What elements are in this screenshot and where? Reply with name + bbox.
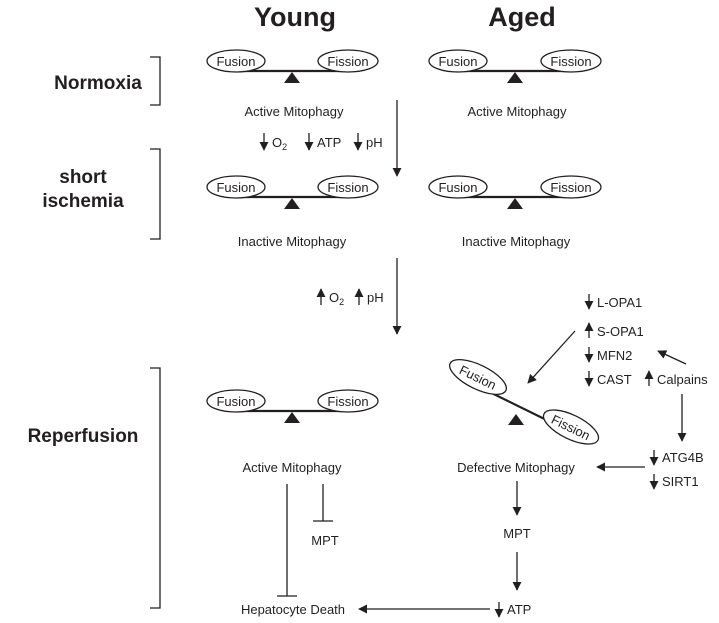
ischemia-change-atp: ATP <box>317 135 341 150</box>
young-reperfusion-balance: Fusion Fission <box>206 389 379 423</box>
aged-ischemia-state: Inactive Mitophagy <box>462 234 571 249</box>
fission-label: Fission <box>327 180 368 195</box>
aged-reperfusion-state: Defective Mitophagy <box>457 460 575 475</box>
balance-fulcrum <box>284 412 300 423</box>
factor-mfn2: MFN2 <box>597 348 632 363</box>
aged-mpt-label: MPT <box>503 526 531 541</box>
ischemia-label-line2: ischemia <box>42 191 124 212</box>
balance-fulcrum <box>507 198 523 209</box>
target-atg4b: ATG4B <box>662 450 704 465</box>
young-normoxia-state: Active Mitophagy <box>245 104 344 119</box>
factor-l-opa1: L-OPA1 <box>597 295 642 310</box>
normoxia-label: Normoxia <box>54 73 142 94</box>
aged-column-header: Aged <box>488 2 556 32</box>
fusion-label: Fusion <box>216 180 255 195</box>
factors-to-aged-balance-arrow <box>527 330 576 384</box>
ischemia-change-ph: pH <box>366 135 383 150</box>
fission-label: Fission <box>550 54 591 69</box>
young-reperfusion-state: Active Mitophagy <box>243 460 342 475</box>
ischemia-changes: O2 ATP pH <box>259 133 383 152</box>
balance-fulcrum <box>507 72 523 83</box>
aged-tilted-balance: Fusion Fission <box>448 359 600 445</box>
calpains-label: Calpains <box>657 372 708 387</box>
young-ischemia-balance: Fusion Fission <box>206 175 379 209</box>
reperfusion-change-ph: pH <box>367 290 384 305</box>
factor-cast: CAST <box>597 372 632 387</box>
aged-ischemia-balance: Fusion Fission <box>428 175 602 209</box>
reperfusion-changes: O2 pH <box>316 288 384 307</box>
calpain-targets: ATG4B SIRT1 <box>649 450 704 490</box>
reperfusion-bracket <box>150 367 161 609</box>
fusion-label: Fusion <box>216 394 255 409</box>
balance-fulcrum <box>284 198 300 209</box>
young-column-header: Young <box>254 2 336 32</box>
fission-label: Fission <box>327 54 368 69</box>
ischemia-change-o2: O2 <box>272 135 287 152</box>
atp-label: ATP <box>507 602 531 617</box>
balance-fulcrum <box>508 414 524 425</box>
hepatocyte-death-label: Hepatocyte Death <box>241 602 345 617</box>
target-sirt1: SIRT1 <box>662 474 699 489</box>
factor-s-opa1: S-OPA1 <box>597 324 644 339</box>
balance-fulcrum <box>284 72 300 83</box>
aged-normoxia-state: Active Mitophagy <box>468 104 567 119</box>
reperfusion-label: Reperfusion <box>28 426 139 447</box>
fusion-label: Fusion <box>438 54 477 69</box>
normoxia-bracket <box>150 56 161 106</box>
ischemia-label-line1: short <box>59 167 107 188</box>
calpains: Calpains <box>644 370 708 387</box>
ischemia-bracket <box>150 148 161 240</box>
aged-atp: ATP <box>494 602 531 618</box>
fission-label: Fission <box>550 180 591 195</box>
fusion-label: Fusion <box>216 54 255 69</box>
fusion-label: Fusion <box>438 180 477 195</box>
fission-label: Fission <box>327 394 368 409</box>
aged-factors: L-OPA1 S-OPA1 MFN2 CAST <box>584 294 644 387</box>
young-mpt-label: MPT <box>311 533 339 548</box>
aged-normoxia-balance: Fusion Fission <box>428 49 602 83</box>
reperfusion-change-o2: O2 <box>329 290 344 307</box>
young-normoxia-balance: Fusion Fission <box>206 49 379 83</box>
young-ischemia-state: Inactive Mitophagy <box>238 234 347 249</box>
calpains-to-mfn2-arrow <box>657 350 687 365</box>
